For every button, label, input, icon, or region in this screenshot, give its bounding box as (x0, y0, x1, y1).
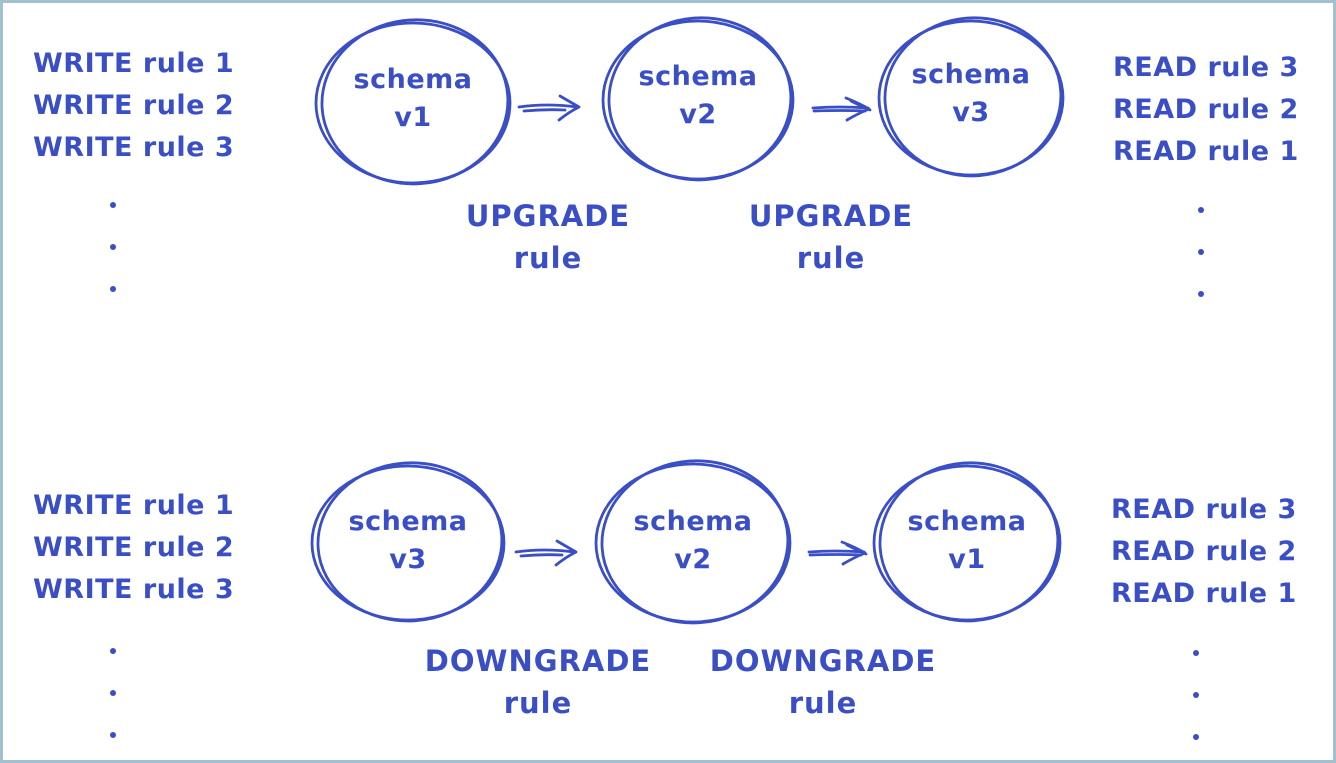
schema-node-label: schema v3 (348, 506, 468, 575)
ellipsis-dot (110, 244, 116, 250)
read-rules-list-top: READ rule 3 READ rule 2 READ rule 1 (1113, 47, 1299, 173)
read-rule: READ rule 3 (1111, 494, 1297, 525)
read-rule: READ rule 1 (1111, 578, 1297, 609)
write-rule: WRITE rule 3 (33, 574, 235, 605)
write-rule: WRITE rule 2 (33, 90, 235, 121)
ellipsis-dot (1193, 692, 1199, 698)
arrow-right-icon (807, 540, 868, 566)
schema-node-label: schema v3 (911, 59, 1031, 128)
schema-node-label: schema v2 (638, 61, 758, 130)
schema-node-label: schema v1 (353, 64, 473, 133)
read-rule: READ rule 2 (1111, 536, 1297, 567)
ellipsis-dot (1198, 291, 1204, 297)
write-rules-ellipsis-bottom (110, 648, 116, 738)
ellipsis-dot (110, 690, 116, 696)
downgrade-rule-label: DOWNGRADE rule (709, 644, 937, 720)
arrow-right-icon (517, 94, 581, 122)
ellipsis-dot (1193, 650, 1199, 656)
ellipsis-dot (110, 732, 116, 738)
write-rule: WRITE rule 1 (33, 48, 235, 79)
read-rules-ellipsis-top (1198, 207, 1204, 297)
upgrade-rule-label: UPGRADE rule (748, 199, 914, 275)
ellipsis-dot (1193, 734, 1199, 740)
write-rule: WRITE rule 1 (33, 490, 235, 521)
write-rules-ellipsis-top (110, 202, 116, 292)
read-rule: READ rule 2 (1113, 94, 1299, 125)
read-rule: READ rule 3 (1113, 52, 1299, 83)
write-rule: WRITE rule 2 (33, 532, 235, 563)
ellipsis-dot (110, 648, 116, 654)
downgrade-rule-label: DOWNGRADE rule (424, 644, 652, 720)
read-rules-list-bottom: READ rule 3 READ rule 2 READ rule 1 (1111, 489, 1297, 615)
arrow-right-icon (811, 96, 872, 122)
schema-node-label: schema v1 (907, 506, 1027, 575)
write-rule: WRITE rule 3 (33, 132, 235, 163)
ellipsis-dot (1198, 207, 1204, 213)
read-rule: READ rule 1 (1113, 136, 1299, 167)
upgrade-rule-label: UPGRADE rule (465, 199, 631, 275)
read-rules-ellipsis-bottom (1193, 650, 1199, 740)
ellipsis-dot (110, 286, 116, 292)
write-rules-list-top: WRITE rule 1 WRITE rule 2 WRITE rule 3 (33, 43, 234, 169)
ellipsis-dot (110, 202, 116, 208)
schema-node-label: schema v2 (633, 506, 753, 575)
ellipsis-dot (1198, 249, 1204, 255)
write-rules-list-bottom: WRITE rule 1 WRITE rule 2 WRITE rule 3 (33, 485, 234, 611)
arrow-right-icon (514, 539, 578, 567)
